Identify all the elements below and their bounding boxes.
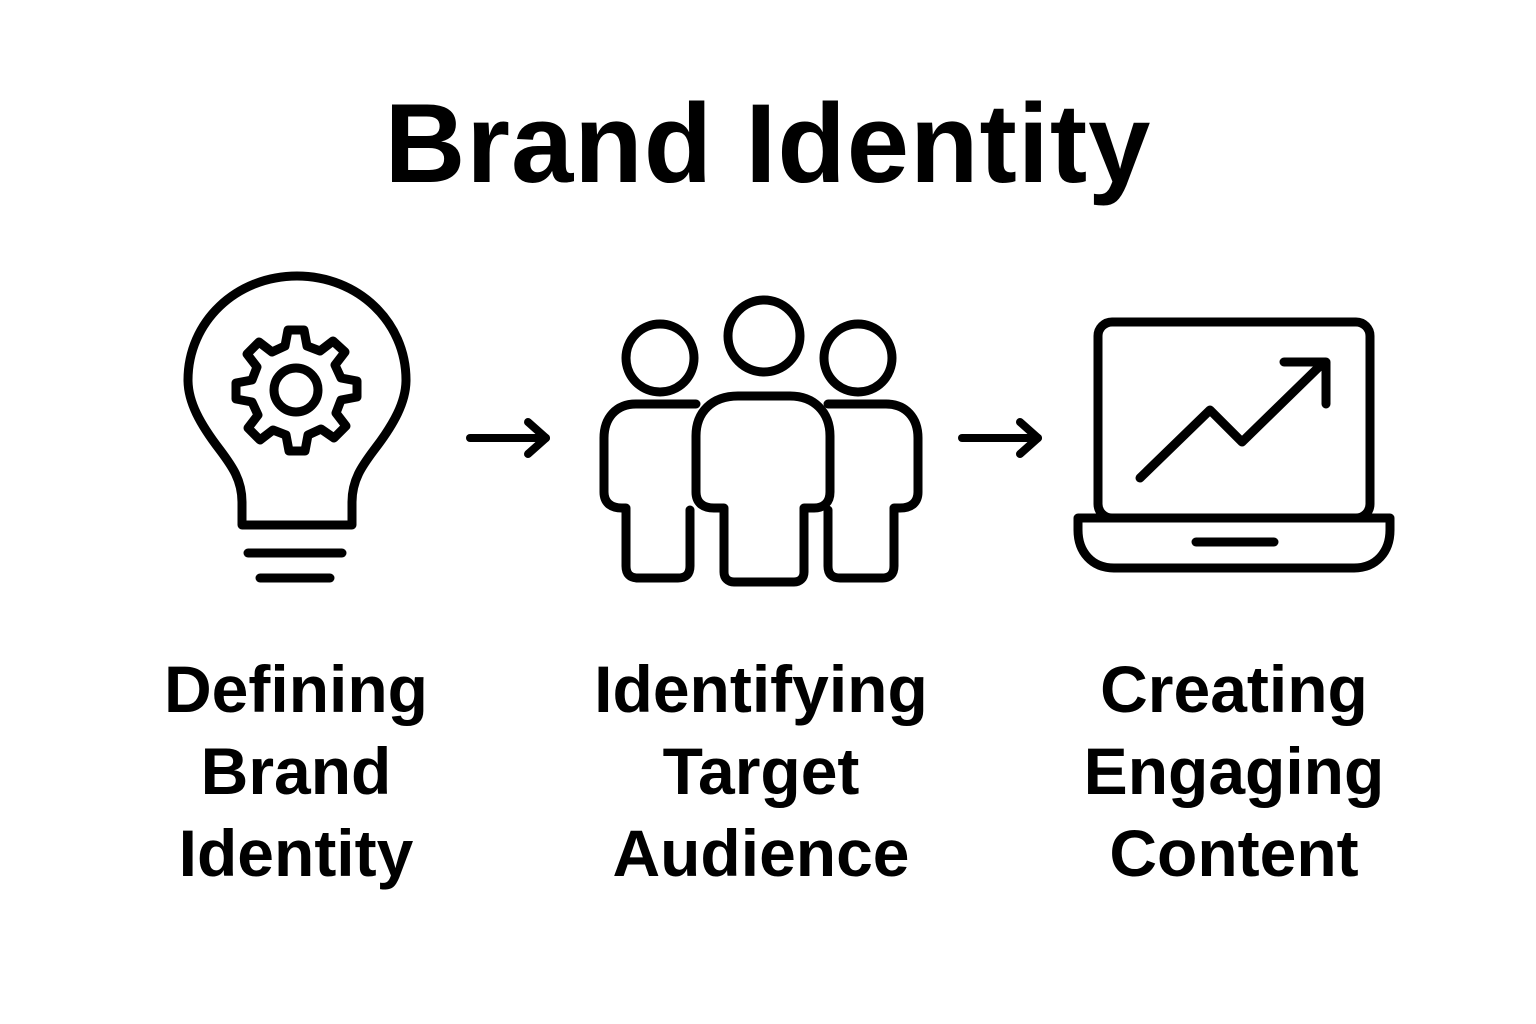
lightbulb-gear-icon (180, 270, 420, 590)
arrow-right-icon (466, 416, 556, 465)
step-label-defining-brand-identity: Defining Brand Identity (86, 648, 506, 894)
laptop-growth-chart-icon (1072, 316, 1402, 578)
step-label-line: Defining (164, 652, 428, 726)
step-label-line: Identifying (594, 652, 928, 726)
step-label-identifying-target-audience: Identifying Target Audience (551, 648, 971, 894)
step-label-line: Engaging (1083, 734, 1385, 808)
step-label-line: Brand (200, 734, 392, 808)
step-label-line: Target (662, 734, 860, 808)
step-label-line: Content (1109, 816, 1359, 890)
arrow-right-icon (958, 416, 1048, 465)
step-label-line: Audience (612, 816, 910, 890)
step-label-line: Identity (178, 816, 414, 890)
step-label-creating-engaging-content: Creating Engaging Content (1024, 648, 1444, 894)
step-label-line: Creating (1100, 652, 1368, 726)
diagram-title: Brand Identity (384, 81, 1152, 206)
people-group-icon (596, 295, 926, 587)
